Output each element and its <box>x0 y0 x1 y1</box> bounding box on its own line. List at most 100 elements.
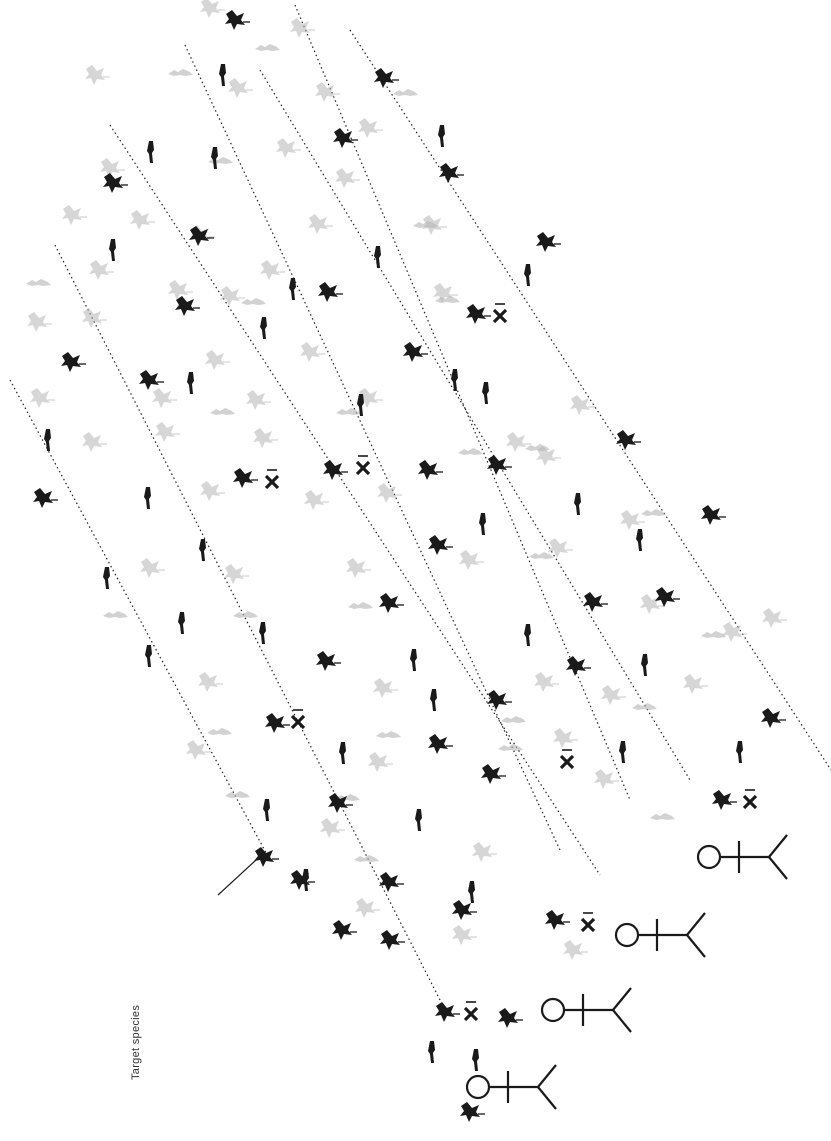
tree-icon <box>289 278 296 300</box>
faint-bird-icon <box>186 740 211 760</box>
bird-icon <box>374 68 399 88</box>
tree-icon <box>109 239 116 261</box>
bird-icon <box>290 870 315 890</box>
faint-bird-icon <box>260 260 285 280</box>
faint-bird-icon <box>368 752 393 772</box>
faint-shrub-icon <box>26 279 51 286</box>
bird-icon <box>254 847 279 867</box>
faint-bird-icon <box>198 672 223 692</box>
bird-icon <box>379 593 404 613</box>
faint-shrub-icon <box>458 448 483 455</box>
faint-bird-icon <box>62 205 87 225</box>
bird-icon <box>761 708 786 728</box>
faint-bird-icon <box>27 312 52 332</box>
tree-icon <box>145 645 152 667</box>
faint-shrub-icon <box>255 44 280 51</box>
bird-icon <box>380 930 405 950</box>
faint-bird-icon <box>722 622 747 642</box>
observer-figure-icon <box>467 1065 556 1109</box>
bird-icon <box>332 920 357 940</box>
faint-bird-icon <box>472 842 497 862</box>
faint-shrub-icon <box>354 855 379 862</box>
tree-icon <box>636 529 643 551</box>
faint-bird-icon <box>82 432 107 452</box>
bird-icon <box>481 764 506 784</box>
faint-shrub-icon <box>632 703 657 710</box>
faint-shrub-icon <box>498 744 523 751</box>
observer-figure-icon <box>616 913 705 957</box>
faint-shrub-icon <box>233 611 258 618</box>
tree-icon <box>44 429 51 451</box>
faint-shrub-icon <box>650 813 675 820</box>
x-mark-icon <box>266 470 278 488</box>
bird-icon <box>439 163 464 183</box>
tree-icon <box>260 317 267 339</box>
faint-bird-icon <box>224 564 249 584</box>
tree-icon <box>451 369 458 391</box>
x-mark-icon <box>292 710 304 728</box>
x-mark-icon <box>465 1002 477 1020</box>
faint-shrub-icon <box>701 631 726 638</box>
bird-icon <box>712 790 737 810</box>
faint-bird-icon <box>152 388 177 408</box>
bird-icon <box>460 1102 485 1122</box>
faint-shrub-icon <box>207 728 232 735</box>
target-species-label: Target species <box>130 880 150 1080</box>
tree-icon <box>147 141 154 163</box>
bird-icon <box>333 128 358 148</box>
bird-icon <box>616 430 641 450</box>
faint-shrub-icon <box>225 791 250 798</box>
tree-icon <box>374 246 381 268</box>
x-mark-icon <box>744 790 756 808</box>
tree-icon <box>410 649 417 671</box>
faint-bird-icon <box>534 672 559 692</box>
faint-bird-icon <box>82 308 107 328</box>
tree-icon <box>428 1041 435 1063</box>
faint-bird-icon <box>683 674 708 694</box>
tree-icon <box>736 741 743 763</box>
transect-line <box>55 245 440 1000</box>
faint-bird-icon <box>346 558 371 578</box>
target-pointer-line <box>218 860 256 895</box>
target-pointer <box>218 860 256 895</box>
tree-icon <box>144 487 151 509</box>
bird-icon <box>545 910 570 930</box>
bird-icon <box>379 872 404 892</box>
tree-icon <box>472 1049 479 1071</box>
bird-icon <box>403 342 428 362</box>
bird-icon <box>33 488 58 508</box>
faint-bird-icon <box>276 138 301 158</box>
faint-bird-icon <box>358 118 383 138</box>
faint-bird-icon <box>308 214 333 234</box>
tree-icon <box>339 742 346 764</box>
faint-bird-icon <box>548 538 573 558</box>
faint-bird-icon <box>373 678 398 698</box>
bird-icon <box>323 460 348 480</box>
bird-icon <box>428 535 453 555</box>
bird-icon <box>139 370 164 390</box>
tree-icon <box>187 372 194 394</box>
bird-icon <box>466 304 491 324</box>
faint-bird-icon <box>140 558 165 578</box>
tree-icon <box>219 64 226 86</box>
faint-bird-icon <box>100 158 125 178</box>
faint-bird-icon <box>290 18 315 38</box>
tree-icon <box>199 539 206 561</box>
faint-bird-icon <box>459 550 484 570</box>
tree-icon <box>211 147 218 169</box>
observer-figure-icon <box>542 988 631 1032</box>
faint-bird-icon <box>130 210 155 230</box>
faint-shrub-icon <box>241 298 266 305</box>
faint-bird-icon <box>553 728 578 748</box>
faint-bird-icon <box>200 0 225 18</box>
tree-icon <box>479 513 486 535</box>
observer-figure-icon <box>698 835 787 879</box>
bird-icon <box>487 455 512 475</box>
x-mark-icon <box>357 456 369 474</box>
faint-shrub-icon <box>168 69 193 76</box>
bird-icon <box>175 296 200 316</box>
faint-bird-icon <box>563 940 588 960</box>
faint-shrub-icon <box>393 89 418 96</box>
bird-icon <box>435 1002 460 1022</box>
bird-icon <box>233 468 258 488</box>
